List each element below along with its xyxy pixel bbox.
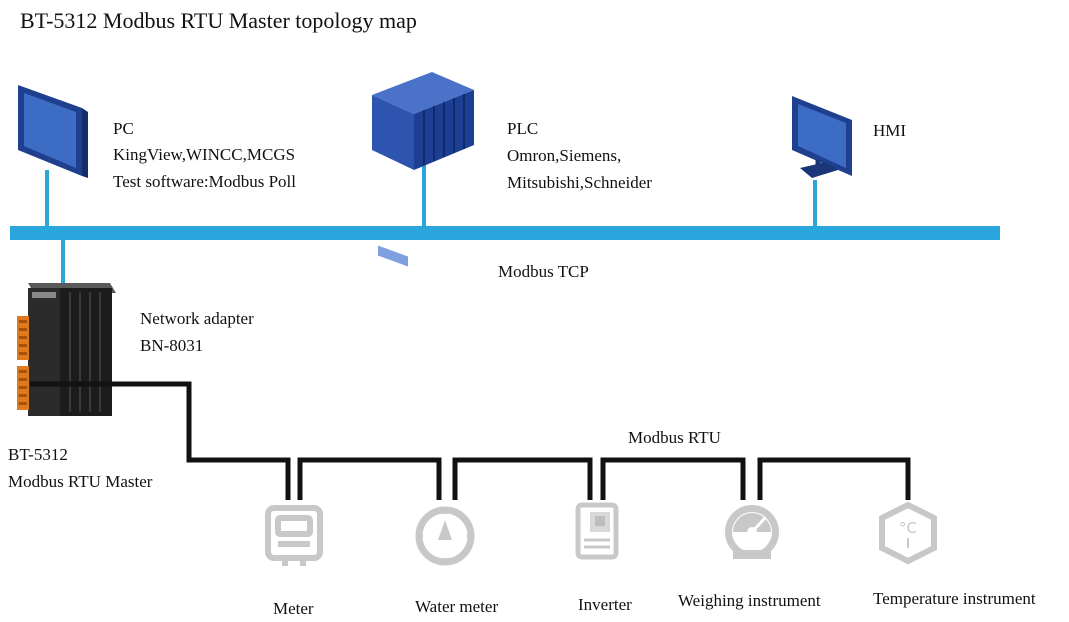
network-adapter-device: [28, 283, 116, 416]
inverter-label: Inverter: [578, 595, 632, 614]
hmi-label: HMI: [873, 121, 907, 140]
plc-label: PLC: [507, 119, 539, 138]
water-meter-label: Water meter: [415, 597, 499, 616]
plc-brands-label-2: Mitsubishi,Schneider: [507, 173, 652, 192]
pc-test-software-label: Test software:Modbus Poll: [113, 172, 296, 191]
modbus-tcp-label: Modbus TCP: [498, 262, 589, 281]
modbus-rtu-bus: [30, 381, 911, 500]
modbus-tcp-bus: [10, 226, 1000, 240]
pc-label: PC: [113, 119, 134, 138]
plc-rack-icon: [372, 72, 474, 267]
thermometer-icon: °C: [879, 501, 937, 565]
network-adapter-label: Network adapter: [140, 309, 254, 328]
hmi-icon: [792, 96, 852, 178]
monitor-icon: [18, 85, 88, 178]
tcp-drop-lines: [45, 165, 817, 285]
weighing-instrument-label: Weighing instrument: [678, 591, 821, 610]
meter-icon: [265, 505, 323, 566]
master-role-label: Modbus RTU Master: [8, 472, 153, 491]
inverter-icon: [575, 502, 619, 560]
meter-label: Meter: [273, 599, 314, 618]
weighing-gauge-icon: [725, 505, 779, 559]
pc-software-label: KingView,WINCC,MCGS: [113, 145, 296, 164]
modbus-rtu-label: Modbus RTU: [628, 428, 721, 447]
network-adapter-model-label: BN-8031: [140, 336, 204, 355]
terminal-blocks: [17, 316, 29, 410]
page-title: BT-5312 Modbus RTU Master topology map: [20, 8, 417, 33]
svg-text:°C: °C: [899, 519, 917, 537]
water-meter-icon: [415, 506, 475, 566]
temperature-instrument-label: Temperature instrument: [873, 589, 1036, 608]
master-model-label: BT-5312: [8, 445, 68, 464]
plc-brands-label-1: Omron,Siemens,: [507, 146, 622, 165]
